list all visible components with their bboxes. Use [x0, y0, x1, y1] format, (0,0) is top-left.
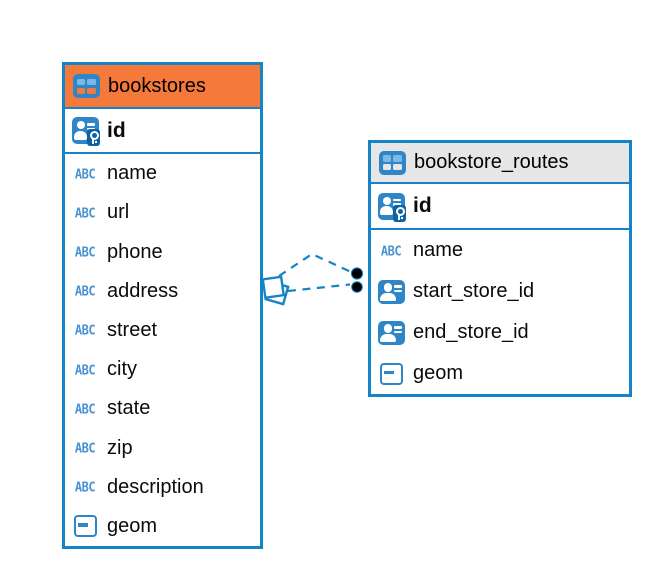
relationship-bookstores-to-routes[interactable]	[261, 252, 365, 306]
column-row[interactable]: ABC name	[65, 154, 260, 193]
column-name: url	[107, 201, 130, 224]
table-title: bookstore_routes	[414, 151, 569, 173]
text-type-icon: ABC	[74, 361, 96, 378]
text-type-icon: ABC	[74, 479, 96, 496]
column-row[interactable]: ABC address	[65, 272, 260, 311]
column-row[interactable]: ABC state	[65, 389, 260, 428]
relationship-line-end-store-id[interactable]	[287, 283, 351, 293]
column-row[interactable]: end_store_id	[371, 312, 629, 353]
text-type-icon: ABC	[74, 440, 96, 456]
table-header-bookstore-routes[interactable]: bookstore_routes	[371, 143, 629, 184]
column-name: id	[107, 118, 126, 142]
relationship-endpoint-dots[interactable]	[349, 267, 365, 295]
primary-key-icon	[377, 192, 406, 222]
text-type-icon: ABC	[74, 322, 96, 339]
text-type-icon: ABC	[74, 283, 96, 300]
column-list: ABC name start_store_id end_store_id geo…	[371, 230, 629, 394]
column-row[interactable]: ABC phone	[65, 232, 260, 271]
table-icon	[378, 150, 406, 175]
foreign-key-icon	[377, 279, 405, 304]
geometry-type-icon	[377, 362, 405, 385]
relationship-line-start-store-id[interactable]	[278, 252, 352, 277]
text-type-icon: ABC	[74, 165, 96, 182]
column-name: end_store_id	[413, 321, 529, 343]
text-type-icon: ABC	[74, 244, 96, 260]
column-name: state	[107, 397, 151, 420]
column-name: name	[413, 239, 464, 261]
column-row[interactable]: geom	[65, 507, 260, 546]
table-title: bookstores	[108, 74, 206, 97]
column-name: description	[107, 475, 204, 498]
column-list: ABC name ABC url ABC phone ABC address A…	[65, 154, 260, 546]
column-row-pk[interactable]: id	[65, 109, 260, 154]
table-icon	[72, 74, 100, 98]
relationship-diamond-marker[interactable]	[261, 275, 290, 306]
column-name: geom	[413, 362, 464, 384]
column-row-pk[interactable]: id	[371, 184, 629, 230]
column-name: phone	[107, 240, 163, 263]
geometry-type-icon	[71, 515, 99, 538]
column-name: street	[107, 318, 158, 341]
table-header-bookstores[interactable]: bookstores	[65, 65, 260, 109]
column-name: id	[413, 194, 432, 217]
column-name: zip	[107, 436, 133, 459]
table-bookstore-routes[interactable]: bookstore_routes id ABC name start_store…	[368, 140, 632, 397]
column-row[interactable]: ABC name	[371, 230, 629, 271]
primary-key-icon	[71, 117, 100, 146]
foreign-key-icon	[377, 320, 405, 345]
text-type-icon: ABC	[380, 242, 402, 259]
column-name: address	[107, 279, 179, 302]
column-row[interactable]: ABC zip	[65, 428, 260, 467]
table-bookstores[interactable]: bookstores id ABC name ABC url ABC phone…	[62, 62, 263, 549]
text-type-icon: ABC	[74, 400, 96, 417]
column-name: name	[107, 162, 158, 185]
column-row[interactable]: ABC description	[65, 468, 260, 507]
text-type-icon: ABC	[74, 204, 96, 221]
column-row[interactable]: geom	[371, 353, 629, 394]
column-row[interactable]: ABC city	[65, 350, 260, 389]
column-name: city	[107, 358, 137, 381]
column-row[interactable]: ABC url	[65, 193, 260, 232]
column-name: start_store_id	[413, 280, 535, 302]
column-row[interactable]: start_store_id	[371, 271, 629, 312]
column-name: geom	[107, 514, 158, 537]
column-row[interactable]: ABC street	[65, 311, 260, 350]
